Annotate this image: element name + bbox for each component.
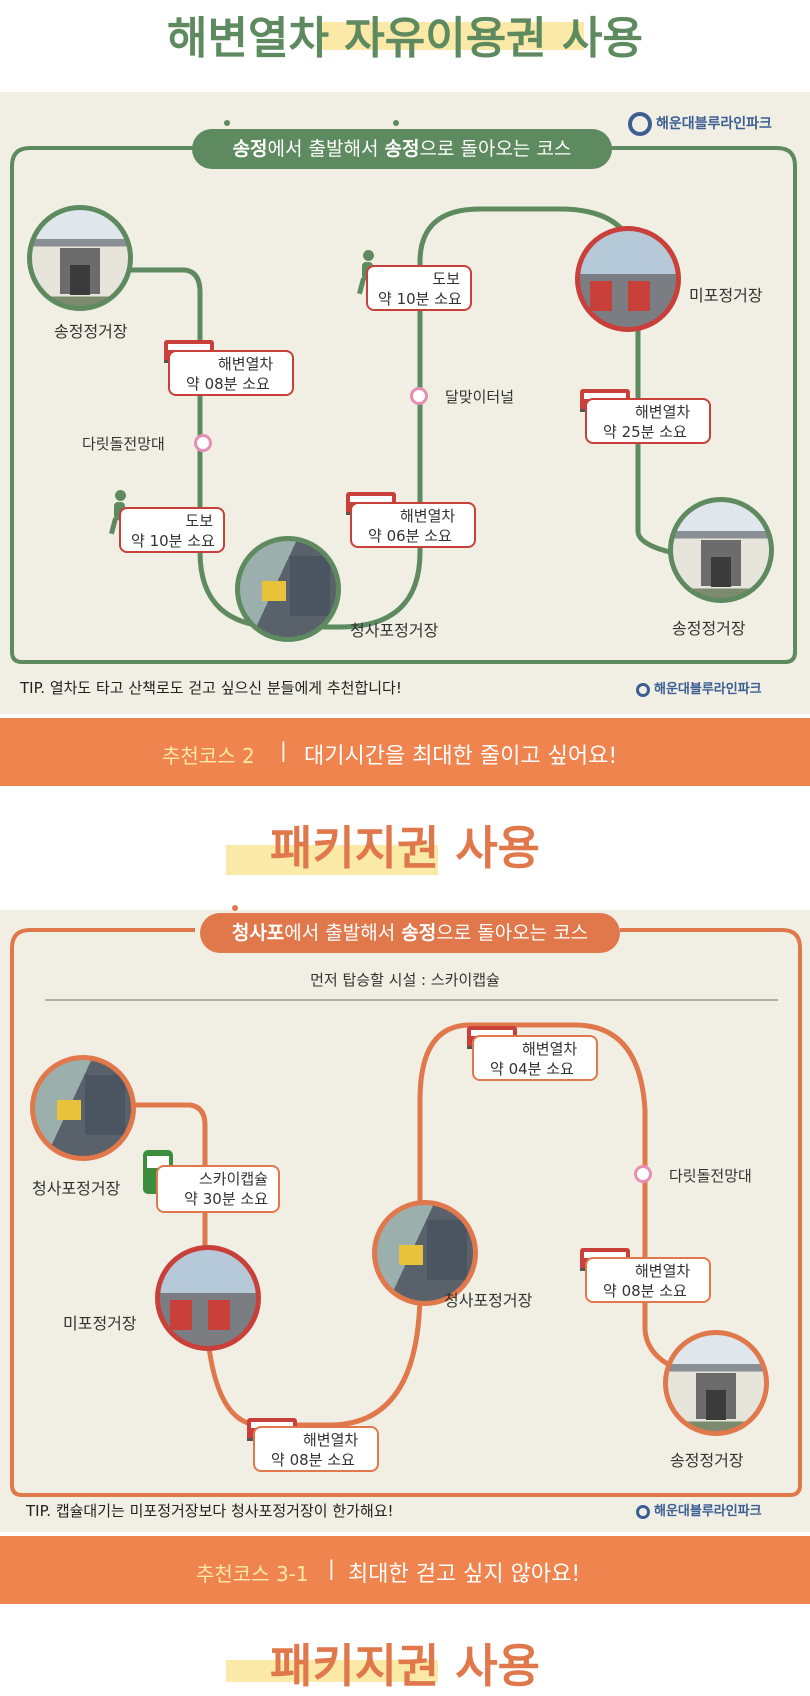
pill-end: 송정 bbox=[401, 922, 437, 944]
tip-text: TIP. 열차도 타고 산책로도 걷고 싶으신 분들에게 추천합니다! bbox=[20, 679, 402, 697]
title-word-2: 사용 bbox=[455, 1639, 540, 1693]
logo-ring-icon bbox=[636, 1504, 650, 1519]
station-photo-songjeong bbox=[27, 205, 133, 311]
course1-pill: 송정에서 출발해서 송정으로 돌아오는 코스 bbox=[192, 129, 612, 169]
station-photo-mipo bbox=[155, 1245, 261, 1351]
station-label-cheongsapo-mid: 청사포정거장 bbox=[441, 1287, 536, 1311]
course-banner-2: 추천코스 2 | 대기시간을 최대한 줄이고 싶어요! bbox=[0, 718, 810, 786]
logo-ring-icon bbox=[628, 112, 652, 136]
title-word-2: 자유이용권 bbox=[344, 13, 547, 64]
logo-ring-icon bbox=[636, 682, 650, 697]
station-photo-cheongsapo bbox=[30, 1055, 136, 1161]
station-label-mipo: 미포정거장 bbox=[60, 1310, 140, 1334]
section3-title: 패키지권 사용 bbox=[0, 1630, 810, 1696]
pill-start: 청사포 bbox=[231, 922, 285, 944]
station-photo-cheongsapo bbox=[235, 536, 341, 642]
leg-card: 해변열차 약 25분 소요 bbox=[585, 398, 711, 444]
station-photo-mipo bbox=[575, 226, 681, 332]
title-word-3: 사용 bbox=[562, 13, 643, 64]
bluelinepark-logo: 해운대블루라인파크 bbox=[636, 678, 762, 697]
banner-divider: | bbox=[280, 738, 287, 762]
title-word-2: 사용 bbox=[455, 821, 540, 875]
title-word-1: 패키지권 bbox=[270, 1639, 440, 1693]
stop-label-darit: 다릿돌전망대 bbox=[669, 1167, 752, 1185]
stop-dot bbox=[634, 1165, 652, 1183]
pill-suffix: 으로 돌아오는 코스 bbox=[419, 138, 572, 160]
banner-course-label: 추천코스 2 bbox=[162, 744, 255, 768]
leg-card: 스카이캡슐 약 30분 소요 bbox=[156, 1165, 280, 1213]
section1-title: 해변열차 자유이용권 사용 bbox=[0, 2, 810, 66]
station-label-mipo: 미포정거장 bbox=[686, 282, 766, 306]
leg-card: 해변열차 약 08분 소요 bbox=[253, 1426, 379, 1472]
bluelinepark-logo: 해운대블루라인파크 bbox=[636, 1500, 762, 1519]
pill-mid: 에서 출발해서 bbox=[284, 922, 402, 944]
pill-start: 송정 bbox=[232, 138, 268, 160]
leg-card: 해변열차 약 08분 소요 bbox=[585, 1257, 711, 1303]
station-label-cheongsapo: 청사포정거장 bbox=[347, 617, 442, 641]
course-banner-3: 추천코스 3-1 | 최대한 걷고 싶지 않아요! bbox=[0, 1536, 810, 1604]
pill-dot bbox=[224, 120, 230, 126]
banner-text: 최대한 걷고 싶지 않아요! bbox=[348, 1562, 581, 1587]
pill-end: 송정 bbox=[384, 138, 420, 160]
banner-divider: | bbox=[328, 1556, 335, 1580]
stop-label-dalmaji: 달맞이터널 bbox=[445, 388, 515, 406]
title-highlight bbox=[226, 1660, 438, 1682]
leg-card: 도보 약 10분 소요 bbox=[119, 507, 225, 553]
station-label-songjeong: 송정정거장 bbox=[667, 1447, 747, 1471]
pill-mid: 에서 출발해서 bbox=[267, 138, 385, 160]
station-label-songjeong-start: 송정정거장 bbox=[51, 318, 131, 342]
banner-course-label: 추천코스 3-1 bbox=[196, 1562, 309, 1586]
pill-suffix: 으로 돌아오는 코스 bbox=[436, 922, 589, 944]
title-word-1: 해변열차 bbox=[167, 13, 329, 64]
pill-dot bbox=[393, 120, 399, 126]
station-photo-songjeong bbox=[663, 1330, 769, 1436]
leg-card: 해변열차 약 06분 소요 bbox=[350, 502, 476, 548]
stop-dot bbox=[410, 387, 428, 405]
banner-text: 대기시간을 최대한 줄이고 싶어요! bbox=[304, 744, 618, 769]
leg-card: 도보 약 10분 소요 bbox=[366, 265, 472, 311]
section2-title: 패키지권 사용 bbox=[0, 812, 810, 878]
tip-text: TIP. 캡슐대기는 미포정거장보다 청사포정거장이 한가해요! bbox=[26, 1502, 394, 1520]
course2-pill: 청사포에서 출발해서 송정으로 돌아오는 코스 bbox=[200, 913, 620, 953]
title-word-1: 패키지권 bbox=[270, 821, 440, 875]
station-label-cheongsapo-start: 청사포정거장 bbox=[29, 1175, 124, 1199]
stop-label-darit: 다릿돌전망대 bbox=[82, 435, 165, 453]
pill-dot bbox=[232, 905, 238, 911]
station-photo-cheongsapo bbox=[372, 1200, 478, 1306]
bluelinepark-logo: 해운대블루라인파크 bbox=[628, 112, 772, 136]
station-photo-songjeong bbox=[668, 497, 774, 603]
stop-dot bbox=[194, 434, 212, 452]
station-label-songjeong-end: 송정정거장 bbox=[669, 615, 749, 639]
title-highlight bbox=[226, 845, 438, 875]
leg-card: 해변열차 약 04분 소요 bbox=[472, 1035, 598, 1081]
leg-card: 해변열차 약 08분 소요 bbox=[168, 350, 294, 396]
first-ride-text: 먼저 탑승할 시설 : 스카이캡슐 bbox=[310, 971, 500, 989]
